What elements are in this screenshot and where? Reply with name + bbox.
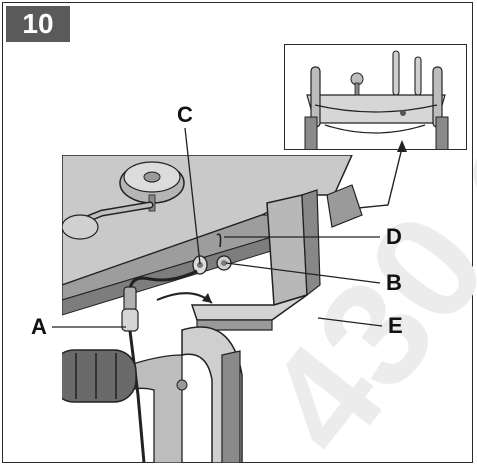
- callout-label-b: B: [386, 270, 402, 295]
- callout-label-a: A: [31, 314, 47, 339]
- leader-c: [184, 127, 201, 265]
- leader-e: [317, 317, 383, 327]
- callout-label-d: D: [386, 224, 402, 249]
- leader-b: [225, 262, 381, 284]
- bracket-assembly-drawing: [62, 155, 363, 463]
- callout-label-c: C: [177, 102, 193, 127]
- main-detail-illustration: [62, 155, 473, 463]
- inset-machine-illustration: [304, 50, 449, 149]
- inset-overview-drawing: [284, 44, 467, 150]
- callout-label-e: E: [388, 313, 403, 338]
- step-number-badge: 10: [6, 6, 70, 42]
